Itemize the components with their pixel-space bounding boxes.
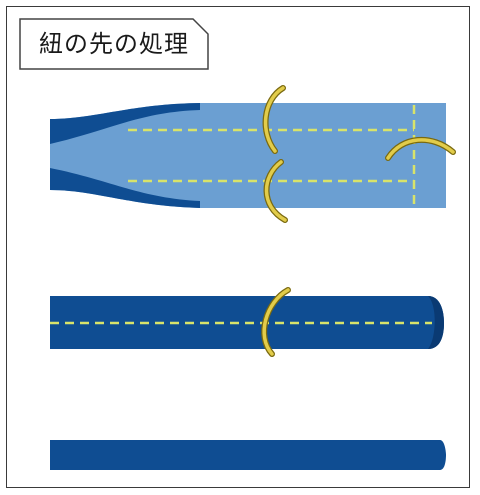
cord-edge-bottom <box>50 168 200 208</box>
title-tag: 紐の先の処理 <box>19 18 209 70</box>
needle-icon-fill <box>386 138 455 160</box>
rolled-cord-figure <box>50 287 444 357</box>
page-title: 紐の先の処理 <box>39 30 189 58</box>
figure-frame <box>6 6 470 488</box>
cord-edge-top <box>50 103 200 144</box>
flattened-cord-figure <box>50 85 456 223</box>
finished-cord-figure <box>50 440 446 470</box>
title-tag-shape <box>19 18 209 70</box>
rolled-cord-end-shade <box>428 296 444 349</box>
finished-cord-body <box>50 440 446 470</box>
needle-icon-fill <box>263 86 285 153</box>
needle-icon-fill <box>262 288 290 356</box>
needle-icon-fill <box>264 160 287 222</box>
